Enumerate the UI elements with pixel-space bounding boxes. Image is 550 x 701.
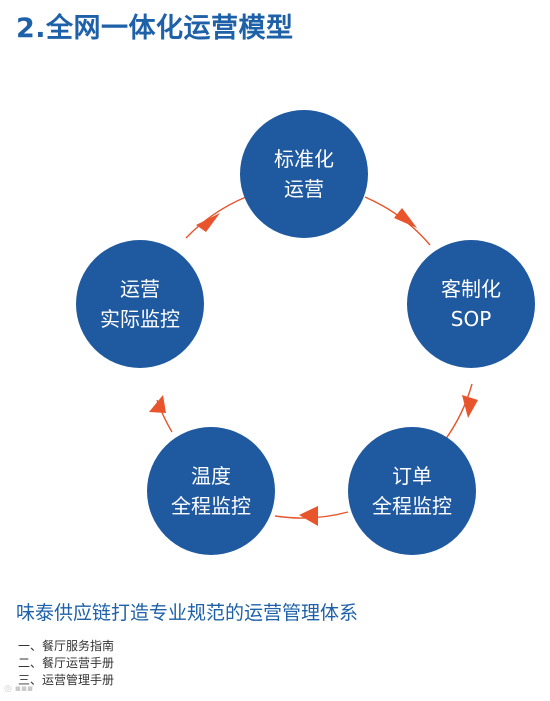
page-title: 2.全网一体化运营模型 [16, 13, 294, 44]
node-sop-line-1: 客制化 [441, 277, 501, 301]
node-standard-line-2: 运营 [284, 177, 324, 201]
arrow-to-ops-icon [149, 395, 166, 413]
node-order-line-2: 全程监控 [372, 494, 452, 518]
arrow-to-standard-icon [196, 213, 220, 232]
node-standard-line-1: 标准化 [274, 147, 334, 171]
arrow-to-temperature-icon [299, 506, 318, 526]
cycle-connectors [149, 196, 478, 526]
manual-item-3: 三、运营管理手册 [18, 673, 115, 687]
arrow-to-order-icon [462, 395, 478, 418]
node-temperature-monitoring: 温度 全程监控 [147, 427, 275, 555]
node-order-line-1: 订单 [392, 464, 432, 488]
node-sop-line-2: SOP [450, 307, 492, 331]
section-subtitle: 味泰供应链打造专业规范的运营管理体系 [16, 602, 359, 624]
node-ops-line-2: 实际监控 [100, 307, 180, 331]
node-temperature-line-1: 温度 [191, 464, 231, 488]
node-standardized-operation: 标准化 运营 [240, 110, 368, 238]
node-operation-monitoring: 运营 实际监控 [76, 240, 204, 368]
connector-standard-to-sop [364, 196, 431, 246]
arrow-to-sop-icon [394, 208, 417, 228]
watermark-logo: ◎ ▪▪▪ [4, 684, 34, 694]
node-temperature-line-2: 全程监控 [171, 494, 251, 518]
manual-list: 一、餐厅服务指南 二、餐厅运营手册 三、运营管理手册 [18, 638, 114, 689]
connector-ops-to-standard [185, 196, 247, 239]
manual-item-2: 二、餐厅运营手册 [18, 656, 115, 670]
connector-temperature-to-ops [156, 399, 173, 433]
manual-item-1: 一、餐厅服务指南 [18, 639, 115, 653]
node-ops-line-1: 运营 [120, 277, 160, 301]
node-order-monitoring: 订单 全程监控 [348, 427, 476, 555]
node-custom-sop: 客制化 SOP [407, 240, 535, 368]
